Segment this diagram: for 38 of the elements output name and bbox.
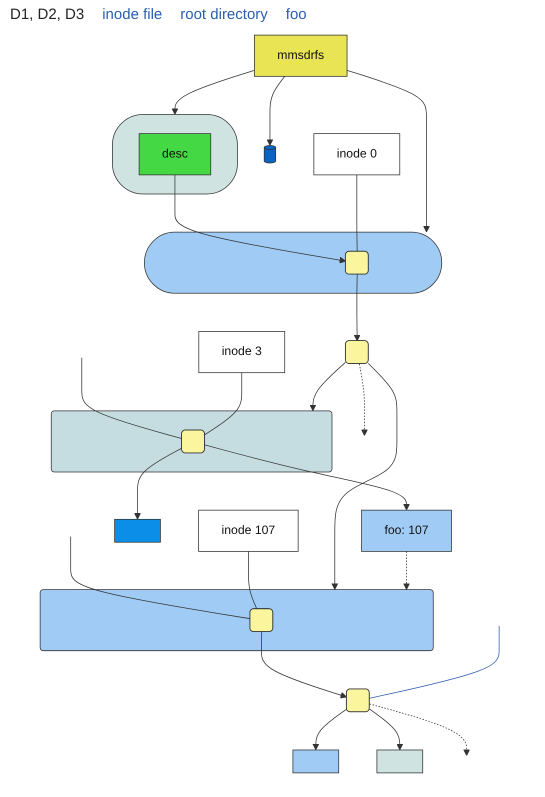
node-box: desc [138, 133, 212, 176]
node-cylinder [264, 145, 276, 164]
arrow [359, 364, 368, 436]
cluster [112, 114, 238, 194]
connector [356, 174, 358, 252]
node-box: inode 0 [313, 133, 400, 176]
section-label: inode file [102, 6, 162, 23]
node-box: mmsdrfs [254, 34, 348, 77]
cluster [50, 410, 332, 472]
node-box: foo: 107 [361, 510, 452, 552]
arrow [369, 708, 404, 750]
arrow [354, 274, 360, 342]
node-bar [292, 750, 340, 774]
arrow [369, 704, 470, 756]
arrow [331, 363, 398, 590]
arrow [134, 448, 182, 520]
node-bar [114, 518, 161, 543]
arrow [346, 70, 430, 232]
section-label: foo [286, 6, 307, 23]
arrow [174, 174, 346, 264]
cluster [40, 589, 434, 652]
disk-names-label: D1, D2, D3 [10, 6, 84, 23]
connector [369, 625, 500, 699]
connector [248, 551, 258, 610]
arrow [403, 551, 410, 590]
node-box: inode 107 [198, 510, 299, 552]
arrow [312, 708, 348, 750]
section-label: root directory [180, 6, 268, 23]
arrow [310, 362, 346, 412]
arrow [172, 70, 255, 115]
connector [204, 372, 242, 435]
arrow [261, 632, 348, 698]
arrow [204, 444, 410, 510]
arrow [266, 76, 286, 146]
connector [81, 357, 182, 440]
node-box: inode 3 [198, 331, 286, 374]
connector [70, 536, 251, 620]
node-bar [376, 750, 424, 774]
